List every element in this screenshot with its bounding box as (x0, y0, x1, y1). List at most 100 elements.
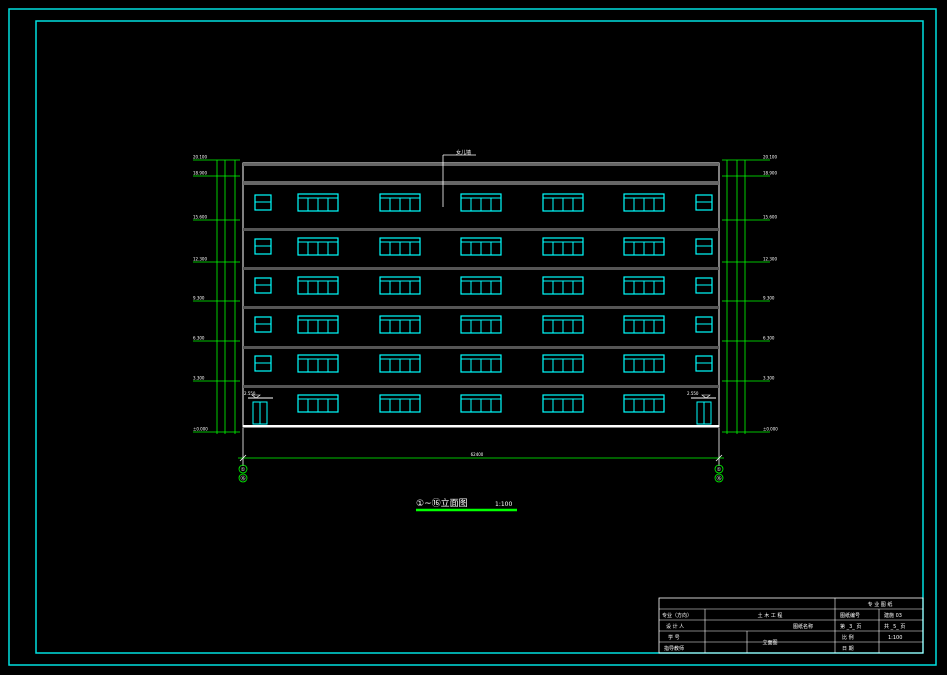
grid-bubble-left-bottom (238, 473, 248, 483)
roof-tag: 女儿墙 (456, 149, 471, 156)
grid-label-left-bottom: ⑯ (240, 475, 245, 482)
window-small (695, 355, 713, 372)
entrance-door-left (248, 394, 273, 425)
grid-label-right-bottom: ⑯ (716, 475, 721, 482)
window-large (460, 394, 502, 413)
window-small (254, 316, 272, 333)
overall-width-dim: 62400 (471, 452, 484, 457)
elevation-label-left: 3.300 (193, 376, 205, 381)
grid-label-right-top: ① (717, 467, 722, 473)
tb-school-label: 专 业 图 纸 (868, 601, 893, 608)
window-large (542, 354, 584, 373)
window-large (623, 237, 665, 256)
outer-frame (8, 8, 937, 666)
window-large (623, 276, 665, 295)
floor-slab-band (243, 306, 719, 309)
tb-date-label: 日 期 (842, 646, 854, 652)
window-small (695, 238, 713, 255)
window-large (297, 276, 339, 295)
entrance-elev-right: 2.550 (687, 391, 699, 396)
window-large (379, 237, 421, 256)
tb-student-no-label: 学 号 (668, 634, 680, 641)
drawing-title: ①~⑯立面图 (416, 497, 468, 509)
building-elevation: 2.550 2.550 女儿墙 (242, 149, 720, 428)
elevation-label-right: 12.300 (763, 257, 777, 262)
floor-slab-band (243, 385, 719, 388)
floor-slab-band (243, 267, 719, 270)
window-small (695, 277, 713, 294)
window-large (297, 354, 339, 373)
elevation-label-left: 9.300 (193, 296, 205, 301)
floor-slab-band (243, 228, 719, 231)
window-large (623, 193, 665, 212)
elevation-label-left: ±0.000 (193, 427, 208, 432)
tb-major-label: 专业（方向） (662, 612, 692, 619)
roof-band (243, 181, 719, 185)
elevation-label-right: ±0.000 (763, 427, 778, 432)
window-large (623, 394, 665, 413)
window-small (254, 194, 272, 211)
window-large (542, 193, 584, 212)
elevation-label-right: 18.900 (763, 171, 777, 176)
overall-dimension: 62400 (238, 428, 724, 466)
tb-drawing-name-label: 图纸名称 (793, 623, 813, 630)
elevation-label-right: 6.300 (763, 336, 775, 341)
elevation-labels: 20.100 18.900 15.600 12.300 9.300 6.300 3.300 ±… (193, 155, 778, 433)
window-small (254, 238, 272, 255)
tb-drawing-name-value: 立面图 (762, 639, 777, 646)
entrance-door-right (691, 394, 716, 425)
window-large (623, 315, 665, 334)
tb-major-value: 土 木 工 程 (758, 612, 783, 619)
elevation-label-right: 20.100 (763, 155, 777, 160)
window-large (460, 237, 502, 256)
tb-page-label: 第 _3_ 页 (840, 623, 861, 630)
tb-scale-value: 1:100 (888, 635, 902, 641)
window-large (379, 394, 421, 413)
grid-bubble-left-top (238, 464, 248, 474)
window-large (297, 237, 339, 256)
window-large (379, 276, 421, 295)
window-small (254, 277, 272, 294)
floor-bands (243, 228, 719, 388)
roof-parapet (243, 163, 719, 166)
drawing-title-group: ①~⑯立面图 1:100 (416, 497, 517, 512)
window-small (695, 194, 713, 211)
elevation-label-left: 12.300 (193, 257, 207, 262)
tb-total-label: 共 _5_ 页 (884, 623, 905, 630)
window-large (379, 315, 421, 334)
tb-advisor-label: 指导教师 (664, 645, 684, 652)
entrance-elev-left: 2.550 (244, 391, 256, 396)
tb-designer-label: 设 计 人 (666, 623, 684, 630)
window-large (297, 394, 339, 413)
elevation-label-right: 15.600 (763, 215, 777, 220)
elevation-label-left: 15.600 (193, 215, 207, 220)
tb-drawing-no-label: 图纸编号 (840, 612, 860, 619)
grid-axis-bubbles: ① ⑯ ① ⑯ (238, 464, 724, 483)
elevation-label-right: 9.300 (763, 296, 775, 301)
window-large (542, 394, 584, 413)
window-large (460, 276, 502, 295)
elevation-label-left: 18.900 (193, 171, 207, 176)
right-elevation-dimensions (726, 160, 746, 434)
window-grid (254, 193, 713, 413)
window-large (379, 193, 421, 212)
inner-frame (35, 20, 924, 654)
window-large (542, 276, 584, 295)
elevation-label-left: 6.300 (193, 336, 205, 341)
grid-bubble-right-top (714, 464, 724, 474)
window-large (542, 315, 584, 334)
window-large (297, 315, 339, 334)
floor-slab-band (243, 346, 719, 349)
window-large (460, 193, 502, 212)
window-large (460, 315, 502, 334)
window-large (379, 354, 421, 373)
window-large (460, 354, 502, 373)
window-small (695, 316, 713, 333)
drawing-scale: 1:100 (495, 501, 512, 508)
left-elevation-dimensions (216, 160, 236, 434)
window-large (623, 354, 665, 373)
grid-label-left-top: ① (241, 467, 246, 473)
tb-scale-label: 比 例 (842, 634, 854, 641)
elevation-label-right: 3.300 (763, 376, 775, 381)
